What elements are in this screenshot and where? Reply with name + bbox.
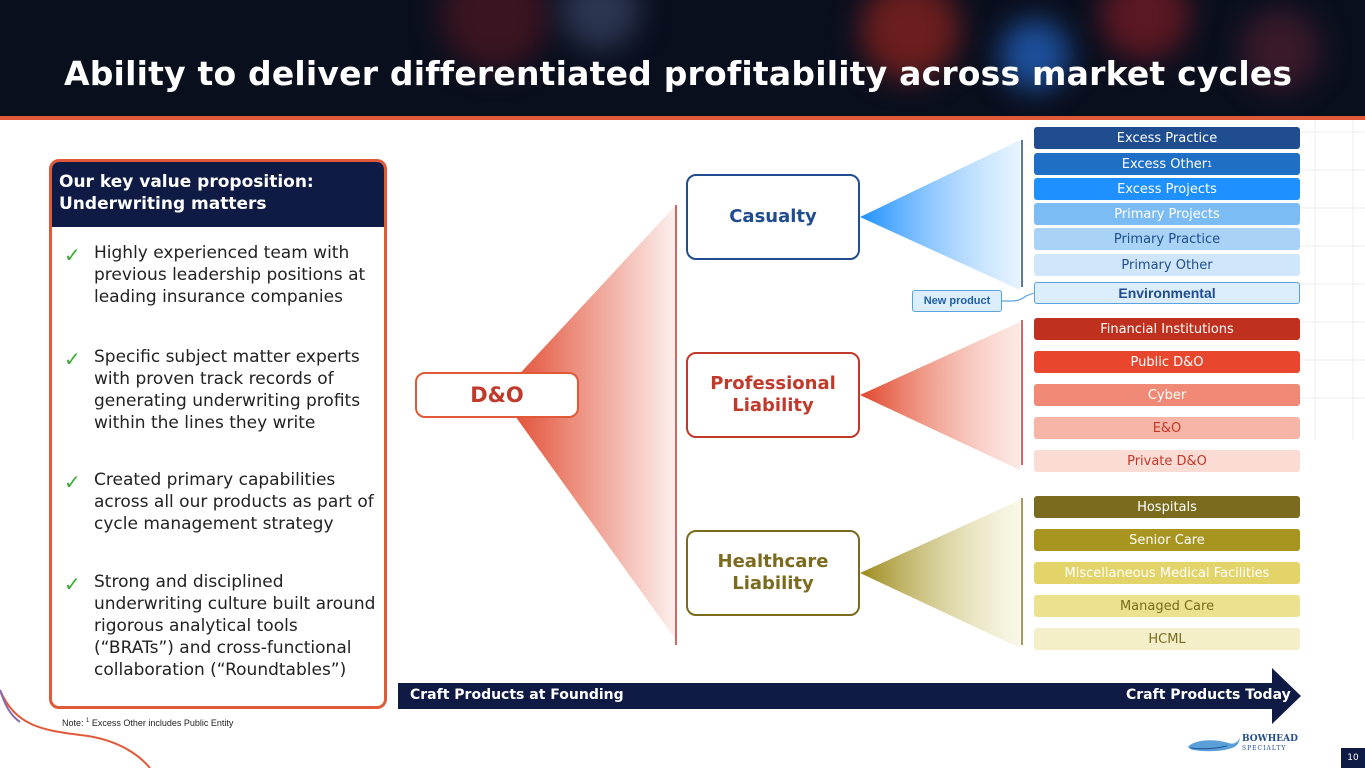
header-divider (0, 116, 1365, 120)
product-hcml: HCML (1034, 628, 1300, 650)
product-e-and-o: E&O (1034, 417, 1300, 439)
logo-name: BOWHEAD (1242, 734, 1298, 744)
casualty-node: Casualty (686, 174, 860, 260)
value-proposition-panel: Our key value proposition: Underwriting … (49, 159, 387, 709)
header-banner: Ability to deliver differentiated profit… (0, 0, 1365, 116)
product-managed-care: Managed Care (1034, 595, 1300, 617)
product-cyber: Cyber (1034, 384, 1300, 406)
background-bokeh (860, 0, 960, 80)
product-excess-practice: Excess Practice (1034, 127, 1300, 149)
product-public-d-and-o: Public D&O (1034, 351, 1300, 373)
logo-subtitle: SPECIALTY (1242, 745, 1287, 752)
product-excess-projects: Excess Projects (1034, 178, 1300, 200)
new-product-badge: New product (912, 290, 1002, 312)
page-number: 10 (1341, 748, 1365, 768)
whale-logo-icon (1187, 737, 1241, 752)
timeline-arrow (398, 668, 1301, 724)
professional-fan (860, 322, 1020, 470)
casualty-fan (860, 140, 1020, 290)
product-primary-projects: Primary Projects (1034, 203, 1300, 225)
value-proposition-text: Strong and disciplined underwriting cult… (94, 572, 376, 680)
product-private-d-and-o: Private D&O (1034, 450, 1300, 472)
checkmark-icon: ✓ (64, 470, 81, 494)
value-proposition-text: Created primary capabilities across all … (94, 470, 374, 534)
page-title: Ability to deliver differentiated profit… (64, 54, 1293, 93)
background-grid (1290, 120, 1365, 440)
product-miscellaneous-medical-facilities: Miscellaneous Medical Facilities (1034, 562, 1300, 584)
new-product-connector (1002, 292, 1035, 302)
value-proposition-heading: Our key value proposition: Underwriting … (52, 162, 384, 227)
d-and-o-node: D&O (415, 372, 579, 418)
product-primary-practice: Primary Practice (1034, 228, 1300, 250)
value-proposition-text: Highly experienced team with previous le… (94, 243, 366, 307)
product-environmental: Environmental (1034, 282, 1300, 304)
background-bokeh (1240, 10, 1320, 90)
d-and-o-fan (500, 205, 676, 640)
footnote: Note: 1 Excess Other includes Public Ent… (62, 718, 234, 728)
background-bokeh (1000, 20, 1070, 90)
healthcare-fan (860, 500, 1020, 648)
product-hospitals: Hospitals (1034, 496, 1300, 518)
arrow-label-today: Craft Products Today (1126, 687, 1291, 703)
healthcare-liability-node: Healthcare Liability (686, 530, 860, 616)
checkmark-icon: ✓ (64, 572, 81, 596)
product-primary-other: Primary Other (1034, 254, 1300, 276)
product-financial-institutions: Financial Institutions (1034, 318, 1300, 340)
checkmark-icon: ✓ (64, 347, 81, 371)
product-senior-care: Senior Care (1034, 529, 1300, 551)
professional-liability-node: Professional Liability (686, 352, 860, 438)
arrow-label-founding: Craft Products at Founding (410, 687, 624, 703)
checkmark-icon: ✓ (64, 243, 81, 267)
decorative-swoosh (0, 689, 151, 768)
value-proposition-text: Specific subject matter experts with pro… (94, 347, 361, 433)
